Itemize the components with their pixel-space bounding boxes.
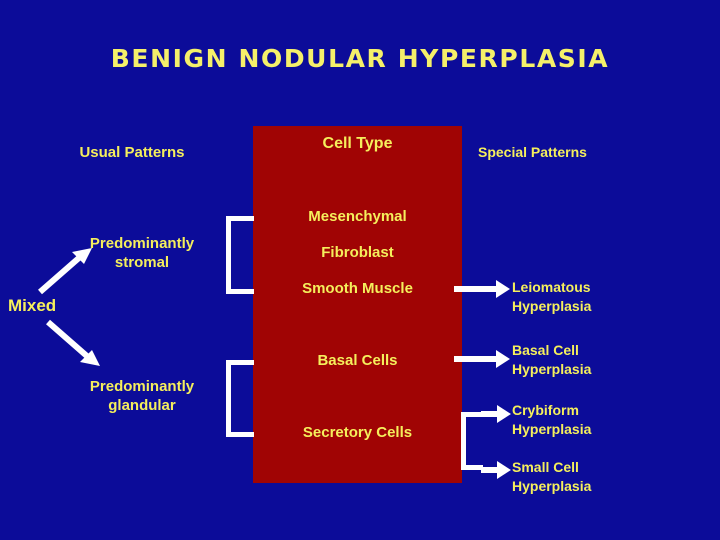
cell-type-basal-cells: Basal Cells [317, 352, 398, 369]
arrow-shaft [454, 356, 496, 362]
cell-type-mesenchymal: Mesenchymal [308, 208, 407, 225]
arrow-shaft [454, 286, 496, 292]
bracket-icon-glandular-group [226, 360, 254, 437]
page-title: BENIGN NODULAR HYPERPLASIA [110, 44, 610, 73]
bracket-icon-stromal-group [226, 216, 254, 294]
usual-pattern-predominantly-glandular: Predominantly glandular [89, 378, 195, 414]
arrow-shaft [481, 411, 497, 417]
special-pattern-crybiform-hyperplasia: Crybiform Hyperplasia [512, 402, 592, 437]
cell-type-column-panel [253, 126, 462, 483]
cell-type-fibroblast: Fibroblast [321, 244, 394, 261]
special-pattern-small-cell-hyperplasia: Small Cell Hyperplasia [512, 459, 592, 494]
arrow-head [497, 461, 511, 479]
cell-type-smooth-muscle: Smooth Muscle [302, 280, 413, 297]
arrow-right-icon-secretory-to-crybiform [481, 405, 511, 423]
arrow-up-right-icon-mixed-to-stromal [38, 248, 92, 295]
usual-pattern-mixed: Mixed [8, 296, 57, 315]
column-header-special-patterns: Special Patterns [478, 144, 587, 160]
arrow-right-icon-secretory-to-small-cell [481, 461, 511, 479]
special-pattern-leiomatous-hyperplasia: Leiomatous Hyperplasia [512, 279, 592, 314]
arrow-right-icon-basal-cells-to-basal-cell-hyperplasia [454, 350, 510, 368]
arrow-right-icon-smooth-muscle-to-leiomatous [454, 280, 510, 298]
usual-pattern-predominantly-stromal: Predominantly stromal [89, 235, 195, 271]
cell-type-secretory-cells: Secretory Cells [302, 424, 413, 441]
special-pattern-basal-cell-hyperplasia: Basal Cell Hyperplasia [512, 342, 592, 377]
arrow-shaft [481, 467, 497, 473]
column-header-usual-patterns: Usual Patterns [79, 144, 185, 161]
arrow-down-right-icon-mixed-to-glandular [46, 319, 100, 366]
arrow-head [496, 280, 510, 298]
bracket-icon-secretory-group [461, 412, 483, 470]
arrow-head [496, 350, 510, 368]
column-header-cell-type: Cell Type [322, 135, 393, 152]
arrow-head [497, 405, 511, 423]
